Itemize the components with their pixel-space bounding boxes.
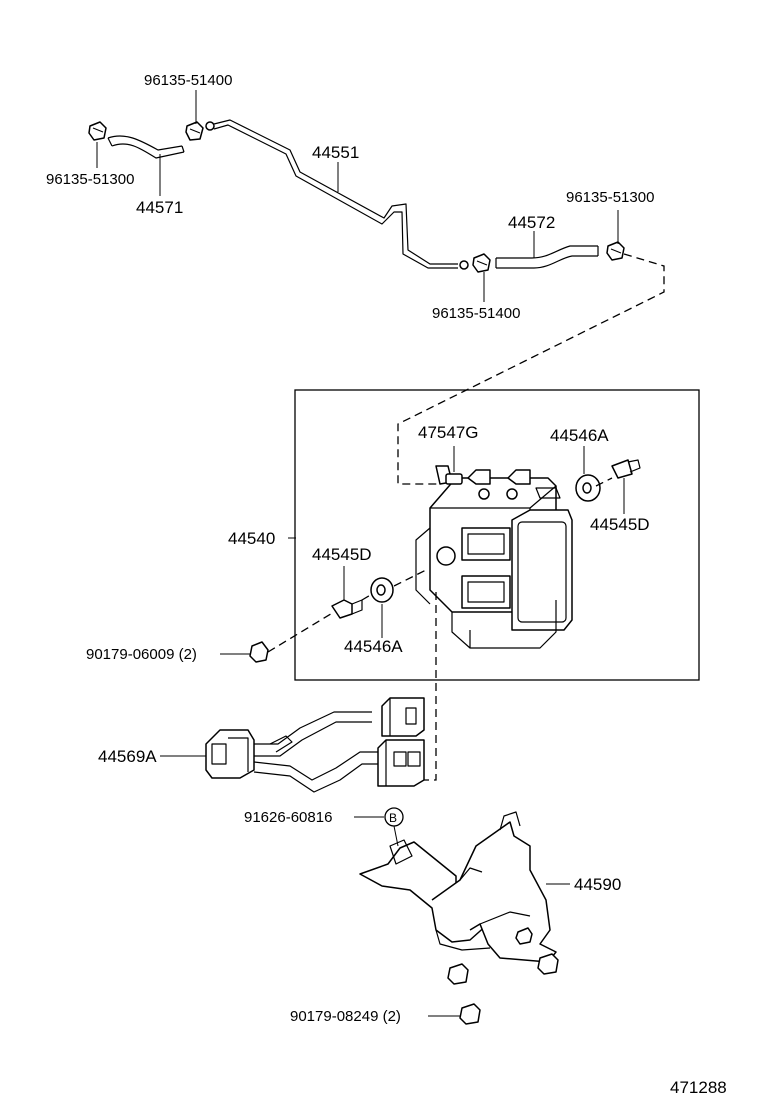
diagram-id: 471288 (670, 1078, 727, 1097)
nut-90179-06009 (220, 641, 269, 663)
label-hose-44571: 44571 (136, 198, 183, 217)
label-clip-51300-right: 96135-51300 (566, 189, 654, 206)
bolt-91626-60816 (354, 807, 404, 847)
label-nut-90179-08249: 90179-08249 (2) (290, 1008, 401, 1025)
bolt-44545d-left (331, 566, 363, 619)
label-clip-51400-top: 96135-51400 (144, 72, 232, 89)
hose-clip-bottom (472, 253, 491, 273)
label-harness-44569a: 44569A (98, 747, 157, 766)
label-bolt-47547g: 47547G (418, 423, 479, 442)
label-cushion-44546a-bottom: 44546A (344, 637, 403, 656)
label-bracket-44590: 44590 (574, 875, 621, 894)
label-clip-51400-bottom: 96135-51400 (432, 305, 520, 322)
label-cushion-44546a-top: 44546A (550, 426, 609, 445)
dashed-connector-harness (422, 592, 437, 781)
leader-lines-top (96, 90, 619, 302)
label-bolt-91626-60816: 91626-60816 (244, 809, 332, 826)
bolt-47547g (435, 446, 463, 485)
hose-clip-left (88, 121, 107, 141)
dashed-bolt-axis (267, 477, 613, 653)
dashed-connector-vacuum (397, 253, 665, 485)
cushion-44546a-bottom (370, 577, 394, 638)
abs-actuator (415, 469, 573, 649)
label-nut-90179-06009: 90179-06009 (2) (86, 646, 197, 663)
label-bolt-44545d-left: 44545D (312, 545, 372, 564)
label-bolt-44545d-right: 44545D (590, 515, 650, 534)
callout-labels: 96135-51400 96135-51300 44571 44551 9613… (46, 72, 727, 1097)
actuator-frame (294, 389, 700, 681)
wire-harness-44569a (160, 697, 425, 793)
hose-clip-right (606, 241, 625, 261)
bracket-44590 (359, 811, 570, 985)
label-tube-44551: 44551 (312, 143, 359, 162)
label-clip-51300-left: 96135-51300 (46, 171, 134, 188)
label-actuator-44540: 44540 (228, 529, 275, 548)
label-hose-44572: 44572 (508, 213, 555, 232)
label-ref-mark-b: B (389, 811, 397, 825)
hose-clip-top (185, 121, 204, 141)
nut-90179-08249 (428, 1003, 481, 1025)
cushion-44546a-top (575, 446, 601, 502)
bolt-44545d-right (611, 459, 641, 514)
